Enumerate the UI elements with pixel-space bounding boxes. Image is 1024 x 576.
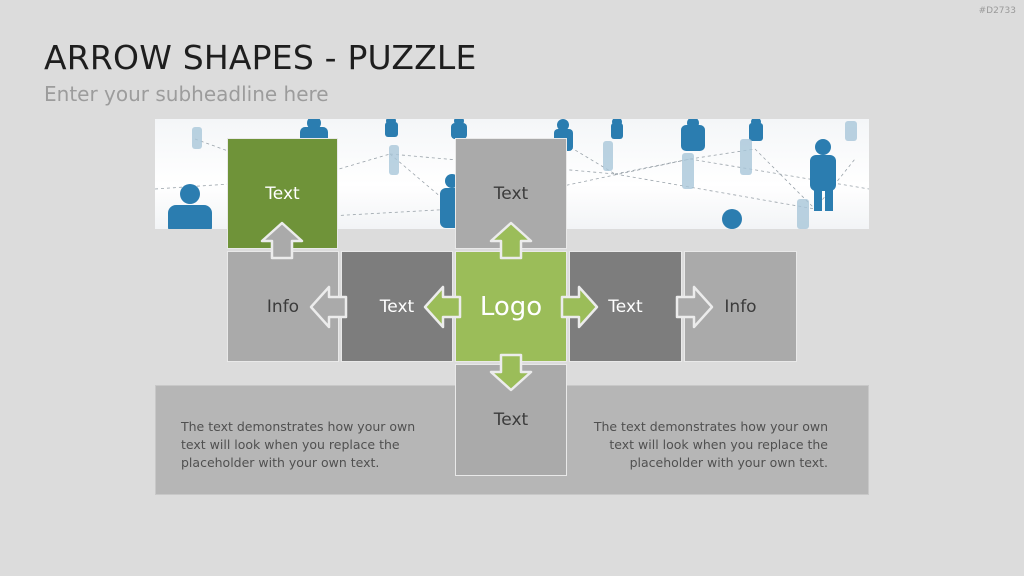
top-left-label: Text	[265, 184, 299, 204]
left-text-box: Text	[341, 251, 453, 362]
right-info-box: Info	[684, 251, 797, 362]
bottom-center-label: Text	[494, 410, 528, 430]
logo-box: Logo	[455, 251, 567, 362]
left-info-box: Info	[227, 251, 339, 362]
logo-label: Logo	[480, 292, 542, 322]
bottom-center-box: Text	[455, 364, 567, 476]
right-text-box: Text	[569, 251, 682, 362]
right-text-label: Text	[608, 297, 642, 317]
right-info-label: Info	[724, 297, 756, 317]
top-center-box: Text	[455, 138, 567, 249]
paragraph-right: The text demonstrates how your own text …	[580, 418, 828, 472]
left-info-label: Info	[267, 297, 299, 317]
top-left-box: Text	[227, 138, 338, 249]
slide-title: ARROW SHAPES - PUZZLE	[44, 38, 477, 77]
paragraph-left: The text demonstrates how your own text …	[181, 418, 431, 472]
slide-id: #D2733	[979, 6, 1016, 16]
slide-subtitle: Enter your subheadline here	[44, 82, 329, 106]
left-text-label: Text	[380, 297, 414, 317]
top-center-label: Text	[494, 184, 528, 204]
